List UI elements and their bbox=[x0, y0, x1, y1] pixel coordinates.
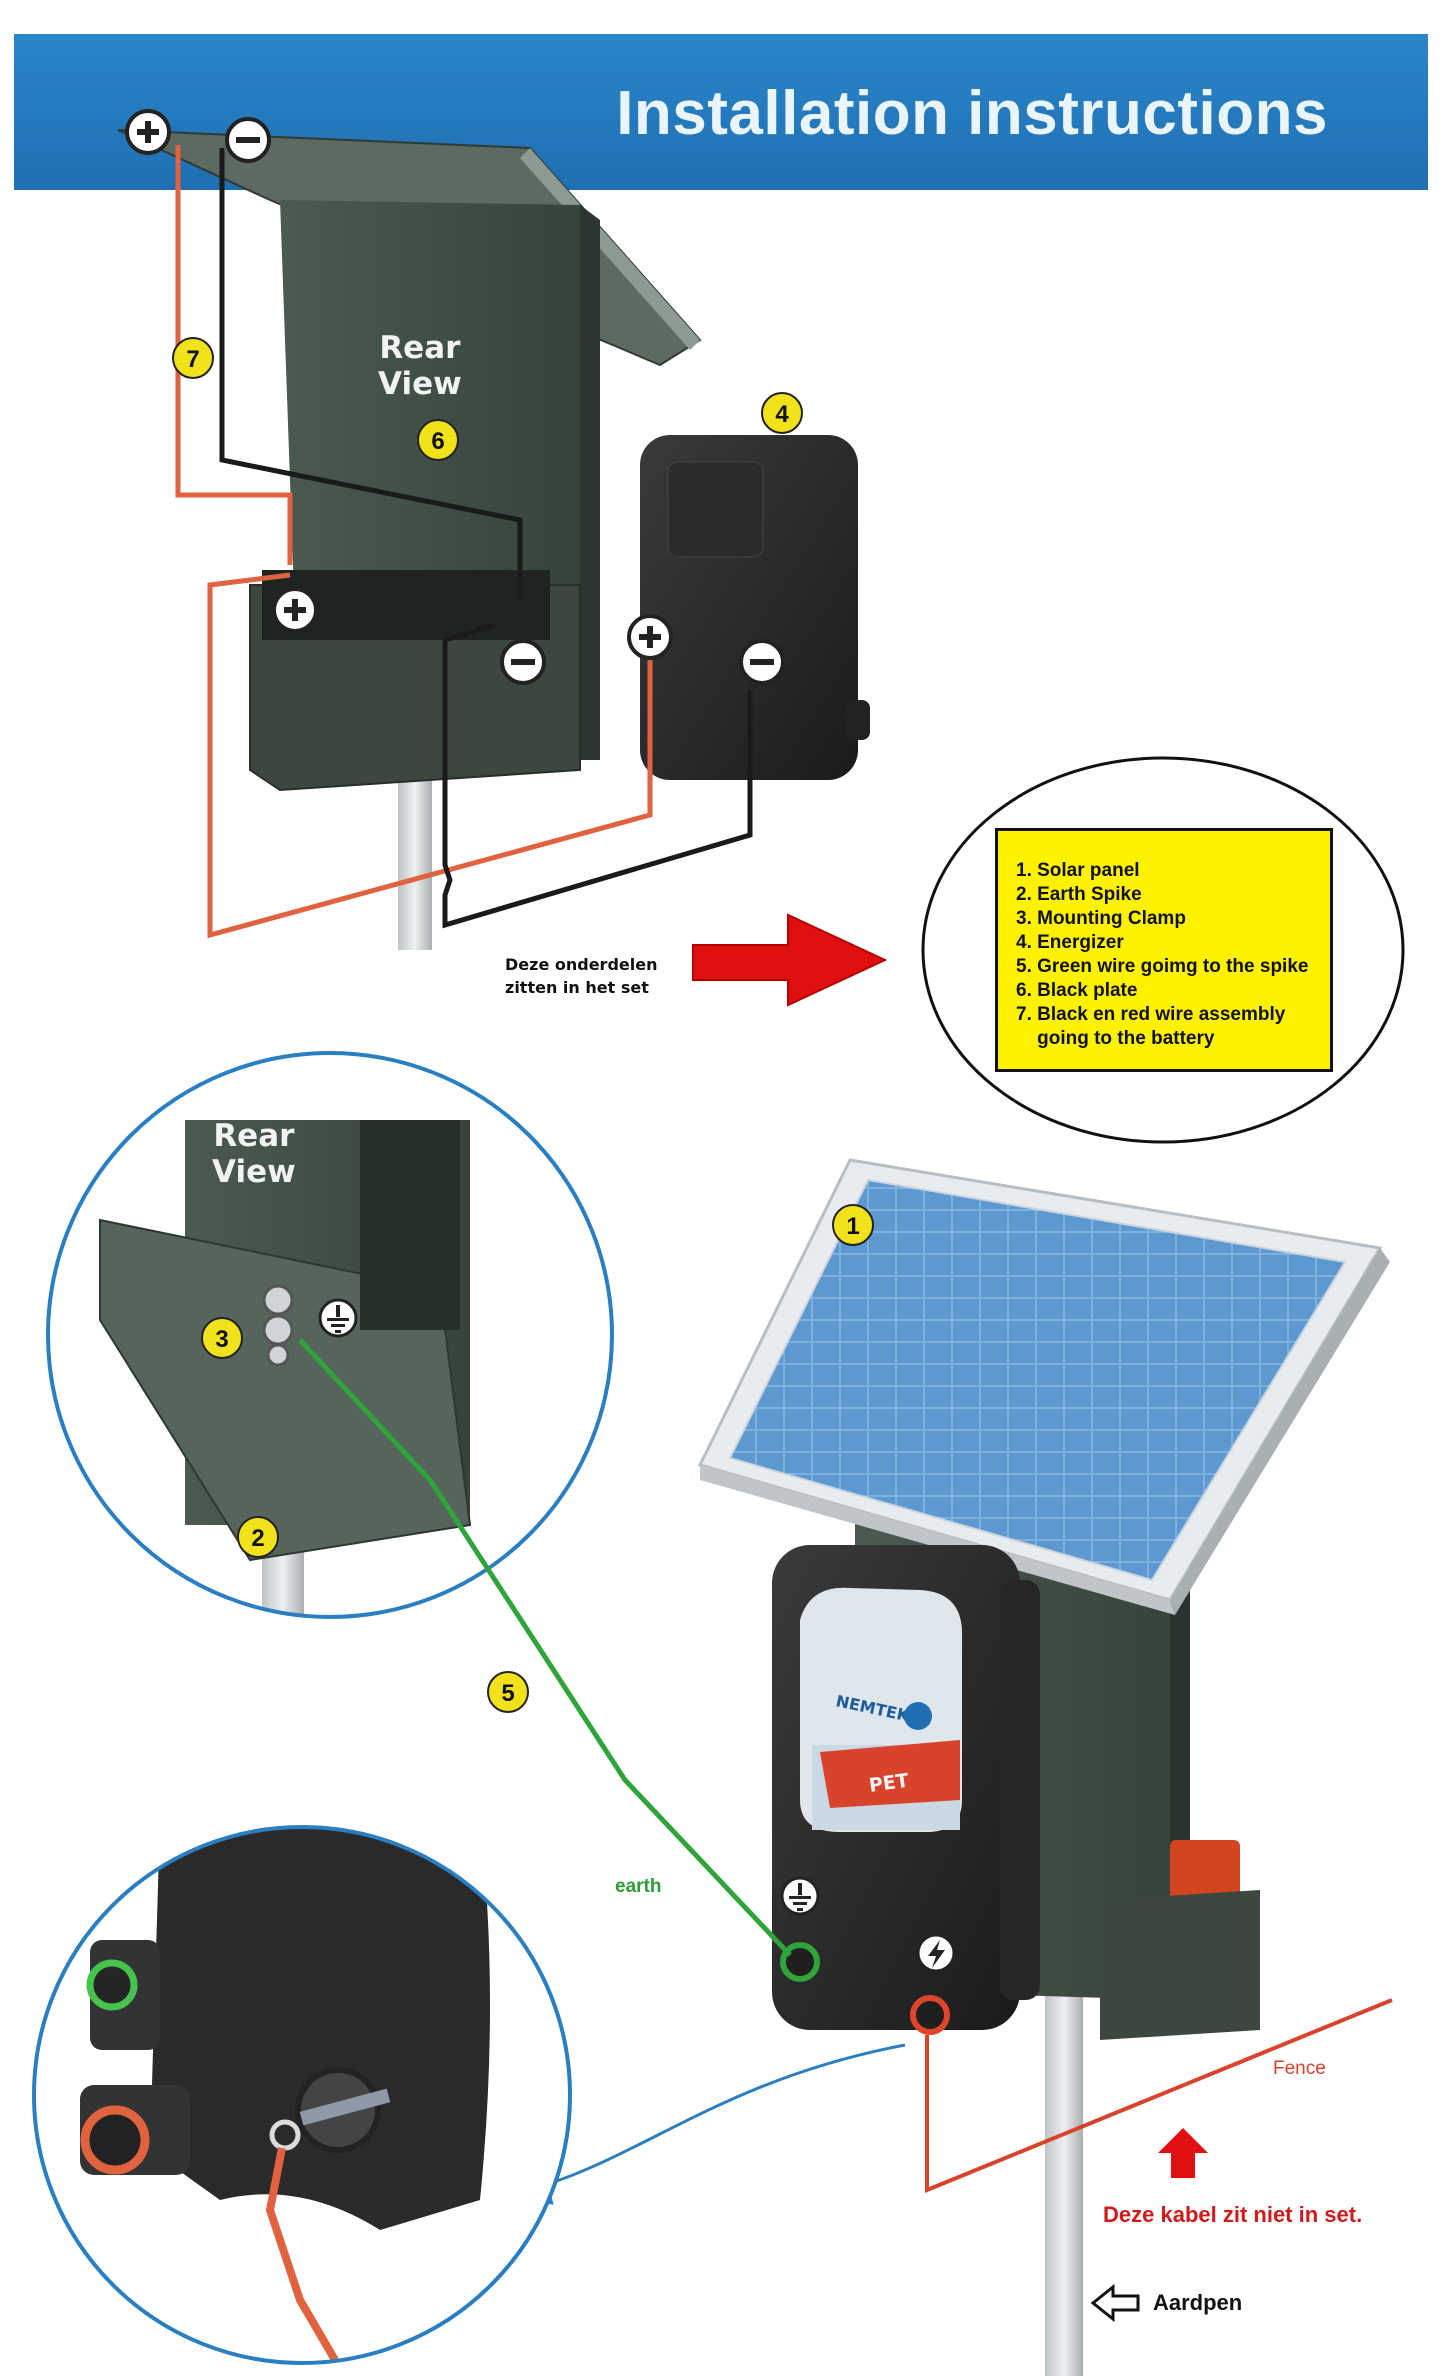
fence-label: Fence bbox=[1273, 2058, 1326, 2079]
earth-spike-pole bbox=[1045, 1990, 1083, 2376]
solar-cells bbox=[728, 1178, 1347, 1582]
svg-text:2: 2 bbox=[251, 1525, 264, 1552]
arrow-left-icon bbox=[1090, 2283, 1140, 2323]
legend-item: 1. Solar panel bbox=[1016, 860, 1140, 881]
zoom-circle-clamp: 3 2 bbox=[46, 1051, 614, 1619]
legend-item: 2. Earth Spike bbox=[1016, 884, 1142, 905]
black-wire-energizer bbox=[442, 622, 753, 929]
energizer-model: PET bbox=[868, 1770, 911, 1797]
aardpen-label: Aardpen bbox=[1153, 2290, 1243, 2315]
page-title: Installation instructions bbox=[616, 79, 1328, 148]
legend-item: 6. Black plate bbox=[1016, 980, 1138, 1001]
callout-4: 4 bbox=[761, 392, 803, 434]
not-in-set-note: Deze kabel zit niet in set. bbox=[1103, 2202, 1363, 2227]
red-arrow-up bbox=[1158, 2128, 1208, 2178]
lightning-icon bbox=[916, 1933, 956, 1973]
zoom-circle-terminals bbox=[32, 1825, 572, 2365]
rear-view-label-top: Rear View bbox=[378, 330, 462, 402]
red-wire-energizer bbox=[207, 572, 653, 939]
battery-main bbox=[1170, 1840, 1240, 1905]
svg-text:6: 6 bbox=[431, 428, 444, 455]
callout-5: 5 bbox=[487, 1671, 529, 1713]
callout-2: 2 bbox=[237, 1516, 279, 1558]
plus-icon bbox=[125, 109, 171, 155]
ground-icon bbox=[318, 1298, 358, 1338]
svg-text:5: 5 bbox=[501, 1680, 514, 1707]
ground-icon bbox=[780, 1876, 820, 1916]
green-earth-wire bbox=[298, 1338, 792, 1957]
callout-7: 7 bbox=[172, 337, 214, 379]
black-wire-battery bbox=[219, 148, 523, 600]
fence-terminal bbox=[910, 1995, 950, 2035]
main-assembly: NEMTEK PET 1 bbox=[697, 1158, 1390, 2376]
blue-pointer-arrow bbox=[507, 2043, 906, 2205]
legend-item: 7. Black en red wire assembly bbox=[1016, 1004, 1286, 1025]
earth-label: earth bbox=[615, 1876, 662, 1897]
svg-text:3: 3 bbox=[215, 1326, 228, 1353]
svg-text:4: 4 bbox=[775, 401, 789, 428]
legend-item: 3. Mounting Clamp bbox=[1016, 908, 1186, 929]
battery-top bbox=[262, 570, 550, 640]
rear-view-label-zoom: Rear View bbox=[212, 1118, 296, 1190]
parts-legend: 1. Solar panel 2. Earth Spike 3. Mountin… bbox=[995, 828, 1333, 1072]
callout-3: 3 bbox=[201, 1317, 243, 1359]
legend-item: 5. Green wire goimg to the spike bbox=[1016, 956, 1309, 977]
svg-text:1: 1 bbox=[846, 1213, 859, 1240]
callout-6: 6 bbox=[417, 419, 459, 461]
minus-icon bbox=[739, 639, 785, 685]
brand-logo-icon bbox=[904, 1702, 932, 1730]
callout-1: 1 bbox=[832, 1204, 874, 1246]
panel-edge-top bbox=[520, 148, 700, 350]
plus-icon bbox=[627, 614, 673, 660]
top-rear-view: 7 6 4 bbox=[117, 109, 870, 950]
plus-icon bbox=[272, 587, 318, 633]
svg-text:7: 7 bbox=[186, 346, 199, 373]
legend-item: 4. Energizer bbox=[1016, 932, 1124, 953]
model-badge bbox=[820, 1740, 960, 1808]
legend-item: going to the battery bbox=[1016, 1028, 1215, 1049]
battery-tray-main bbox=[1100, 1890, 1260, 2040]
minus-icon bbox=[225, 117, 271, 163]
set-note: Deze onderdelen zitten in het set bbox=[505, 955, 658, 997]
red-wire-battery bbox=[175, 145, 293, 565]
minus-icon bbox=[500, 639, 546, 685]
fence-wire bbox=[925, 1998, 1393, 2193]
red-arrow-right bbox=[692, 913, 888, 1007]
